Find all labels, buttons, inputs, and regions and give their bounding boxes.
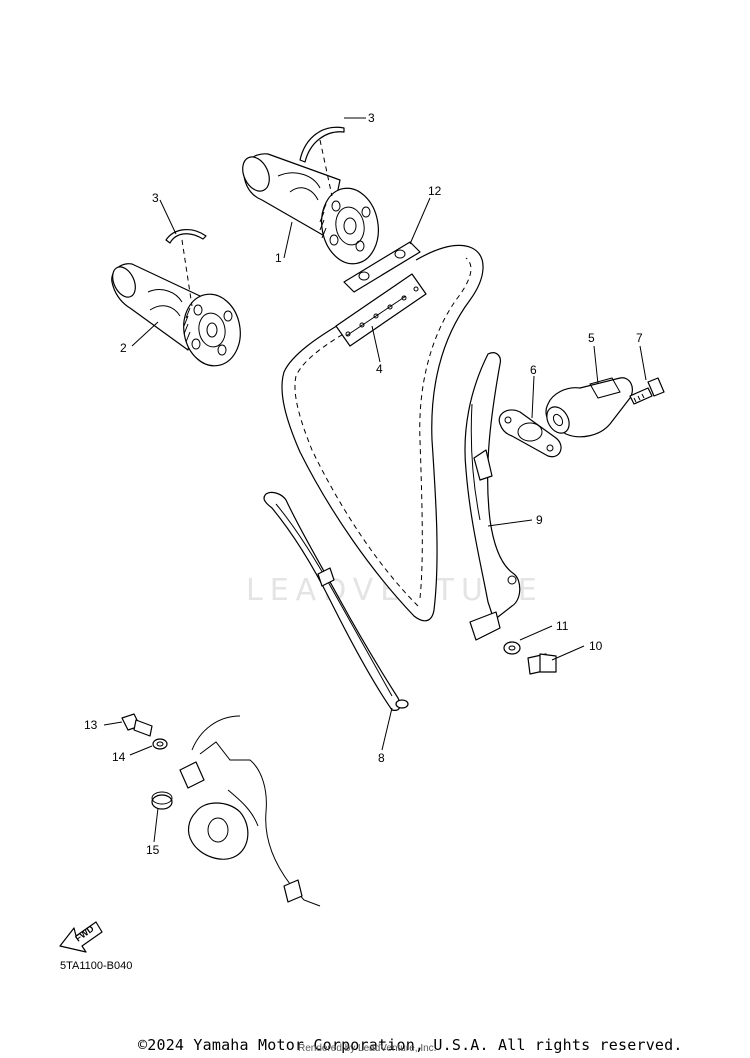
diagram-code: 5TA1100-B040 xyxy=(60,960,133,972)
tensioner-chain-guide[interactable] xyxy=(464,352,521,641)
callout-11: 11 xyxy=(556,619,569,633)
callout-12: 12 xyxy=(428,184,442,198)
oil-bolt[interactable] xyxy=(121,713,153,737)
oil-washer[interactable] xyxy=(152,738,168,750)
callout-14: 14 xyxy=(112,750,126,764)
callouts: 1 2 3 3 4 5 6 7 8 9 10 11 12 13 14 15 xyxy=(84,111,643,857)
callout-10: 10 xyxy=(589,639,603,653)
cylinder-head-fragment xyxy=(179,715,321,907)
callout-4: 4 xyxy=(376,362,383,376)
callout-3-upper: 3 xyxy=(368,111,375,125)
copyright-notice: ©2024 Yamaha Motor Corporation, U.S.A. A… xyxy=(138,1036,683,1054)
chain-guide-stopper[interactable] xyxy=(343,241,421,293)
fwd-arrow-icon: FWD xyxy=(59,921,103,953)
oil-plug[interactable] xyxy=(151,791,173,810)
callout-9: 9 xyxy=(536,513,543,527)
exhaust-chain-guide[interactable] xyxy=(263,491,409,711)
callout-3-lower: 3 xyxy=(152,191,159,205)
callout-13: 13 xyxy=(84,718,98,732)
guide-bolt[interactable] xyxy=(527,653,557,675)
cam-chain-tensioner[interactable] xyxy=(542,377,633,438)
camshaft-clip-upper[interactable] xyxy=(299,126,345,163)
callout-8: 8 xyxy=(378,751,385,765)
tensioner-bolt[interactable] xyxy=(629,377,665,405)
exhaust-camshaft[interactable] xyxy=(238,153,385,269)
callout-6: 6 xyxy=(530,363,537,377)
callout-15: 15 xyxy=(146,843,160,857)
leader-lines xyxy=(103,117,647,843)
callout-2: 2 xyxy=(120,341,127,355)
guide-washer[interactable] xyxy=(503,641,521,655)
camshaft-clip-lower[interactable] xyxy=(165,229,207,244)
callout-7: 7 xyxy=(636,331,643,345)
callout-1: 1 xyxy=(275,251,282,265)
tensioner-gasket[interactable] xyxy=(498,409,562,458)
intake-camshaft[interactable] xyxy=(108,263,246,370)
rendered-by-notice: Rendered by LeadVenture, Inc. xyxy=(298,1043,437,1054)
timing-chain[interactable] xyxy=(281,244,484,622)
callout-5: 5 xyxy=(588,331,595,345)
